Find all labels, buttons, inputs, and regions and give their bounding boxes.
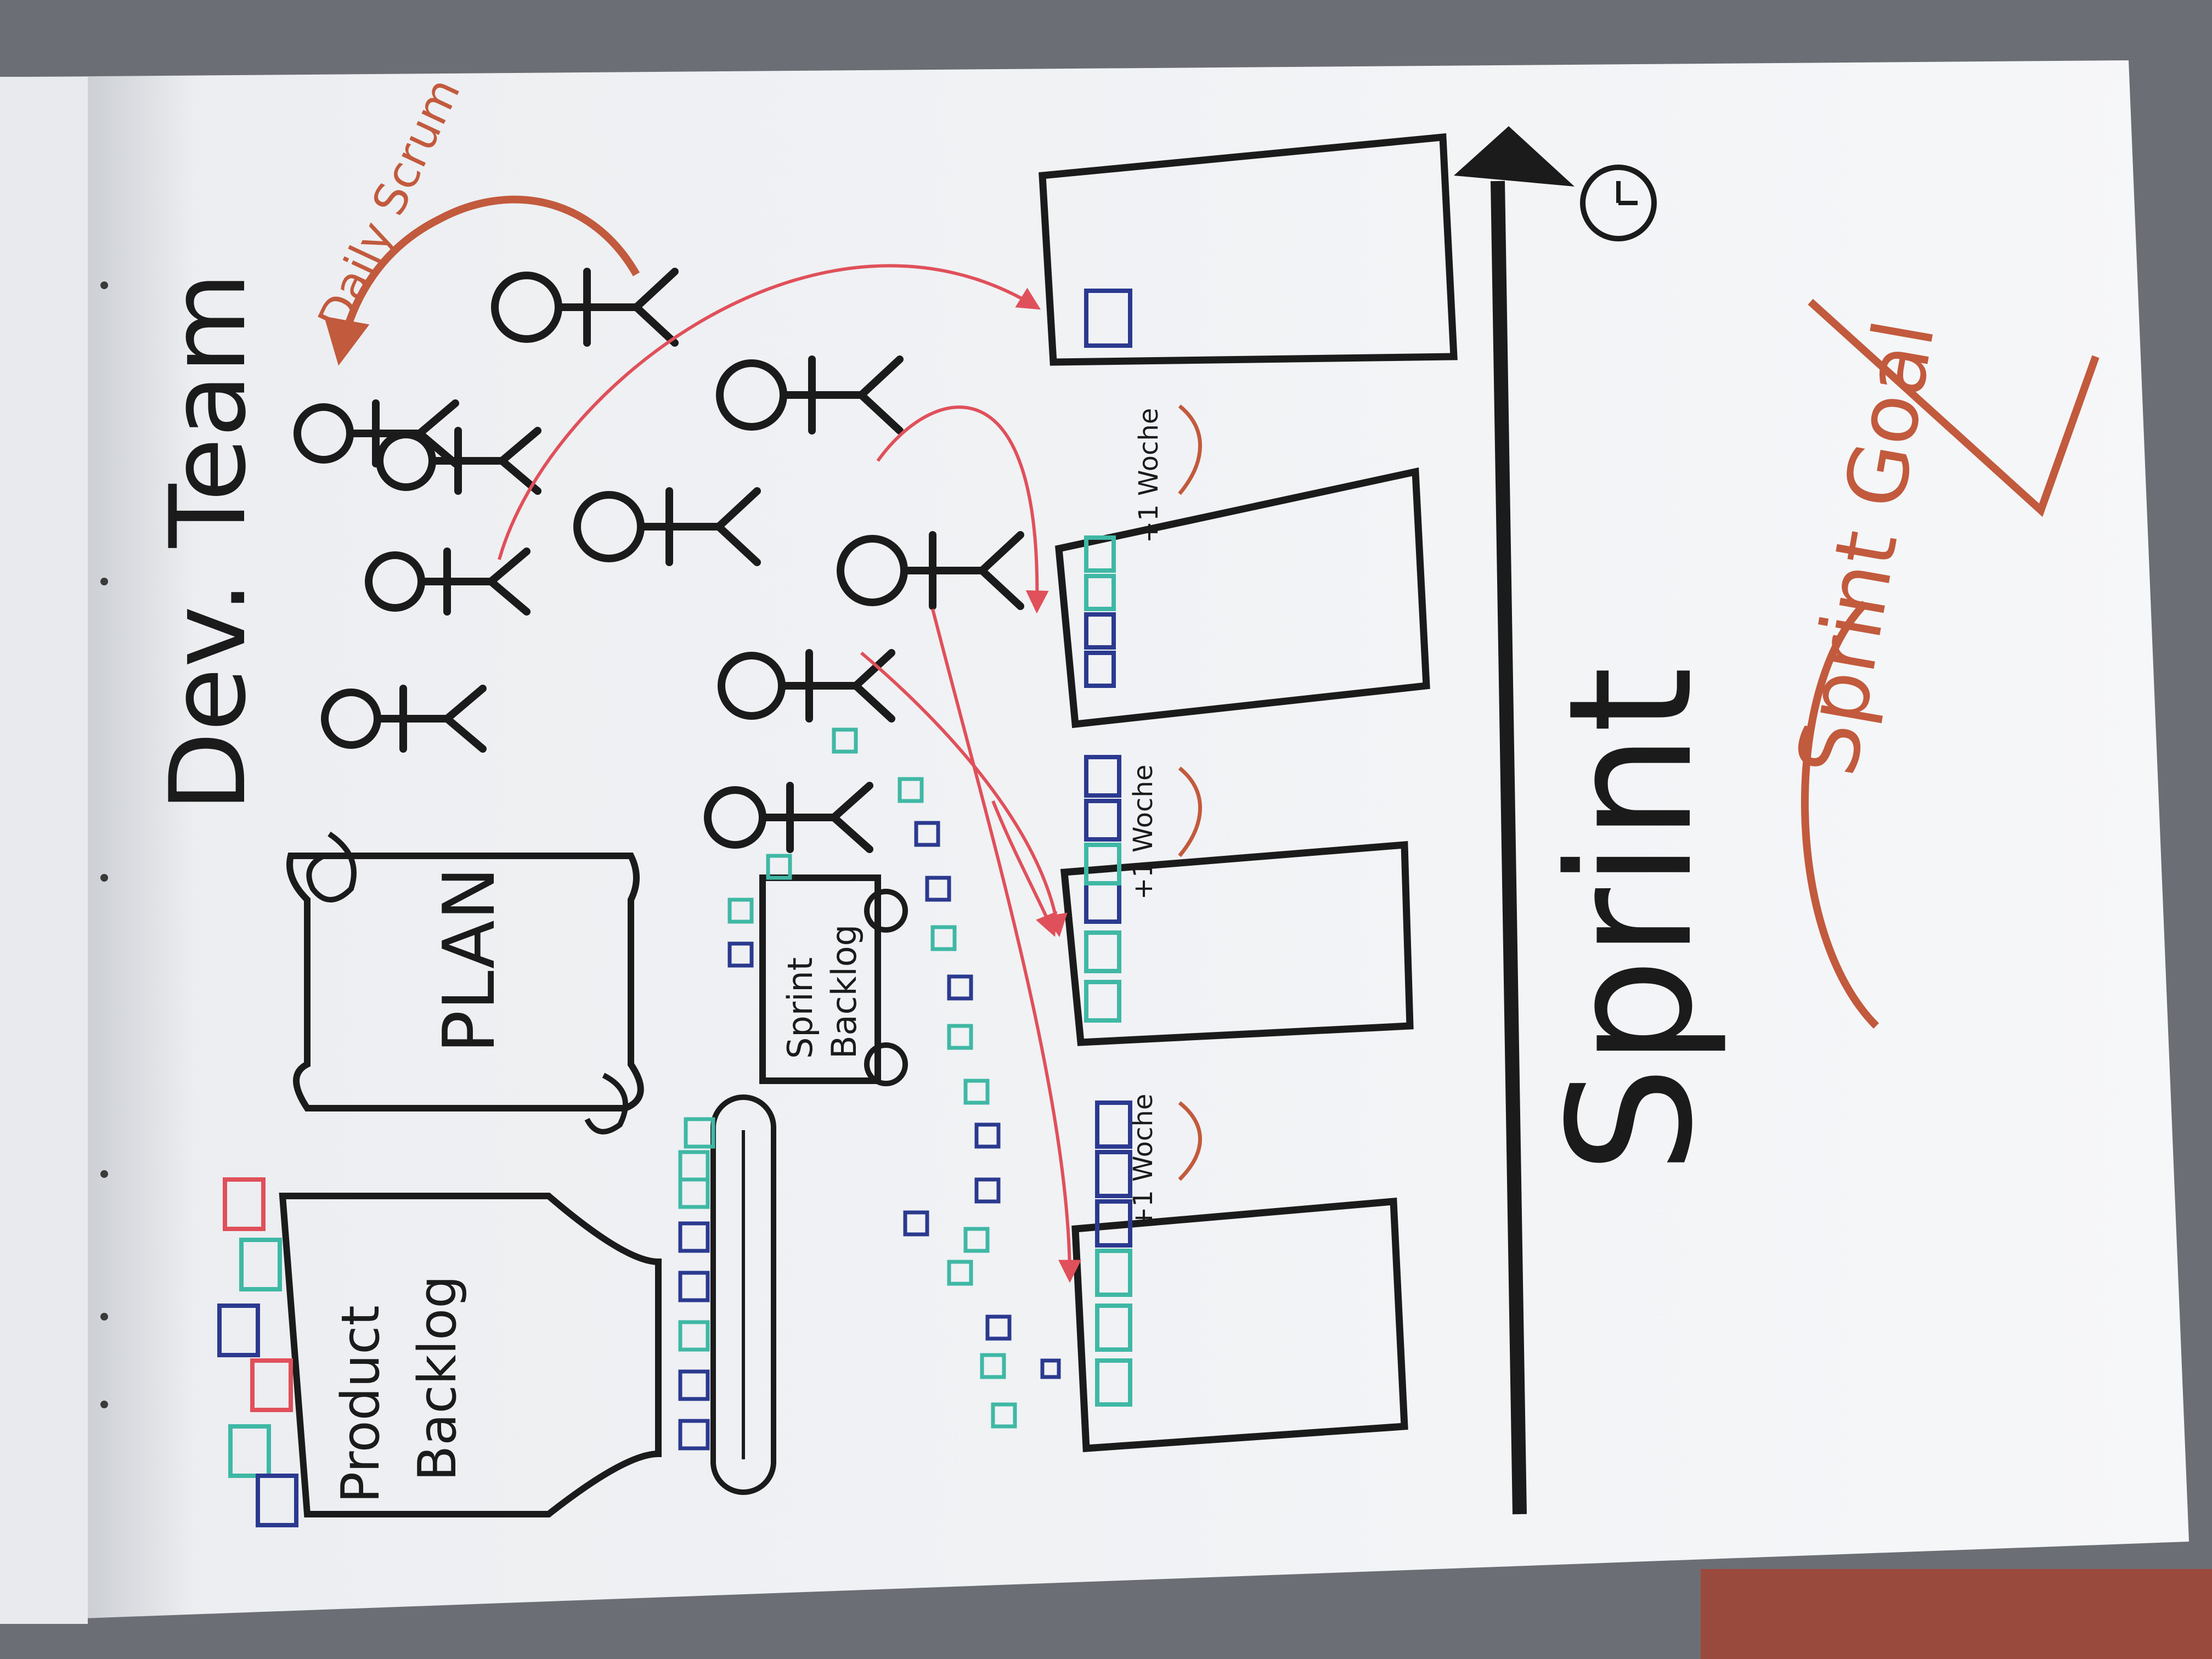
- sprint-backlog-cart: [759, 874, 908, 1086]
- sprint-goal-target: [1801, 298, 2100, 1029]
- increment-cards: [1084, 289, 1132, 1407]
- increment-box-3: [1054, 467, 1430, 729]
- timeline-axis: [1454, 126, 1575, 1515]
- assignment-arrows: [498, 264, 1081, 1283]
- increment-box-2: [1060, 840, 1414, 1046]
- week-label-3: +1 Woche: [1133, 408, 1164, 543]
- clock-icon: [1580, 165, 1657, 241]
- product-backlog-bottle: [217, 1177, 662, 1527]
- increment-box-4: [1039, 133, 1458, 366]
- increment-box-1: [1071, 1197, 1408, 1452]
- product-backlog-label-line1: Product: [331, 1305, 391, 1503]
- dev-team-title: Dev. Team: [148, 272, 269, 812]
- increment-boxes: [1039, 133, 1458, 1452]
- product-backlog-label-line2: Backlog: [408, 1276, 468, 1481]
- plan-scroll: [286, 831, 644, 1135]
- sprint-backlog-label-line2: Backlog: [824, 924, 864, 1059]
- week-label-2: +1 Woche: [1128, 765, 1159, 900]
- binder-holes: [100, 281, 108, 1408]
- stick-figures: [294, 268, 1024, 853]
- sprint-backlog-label-line1: Sprint: [780, 957, 820, 1059]
- floor-edge: [1701, 1569, 2212, 1659]
- conveyor-belt: [710, 1094, 776, 1495]
- week-markers: [1178, 404, 1202, 1181]
- paper-left-edge: [0, 77, 88, 1624]
- backlog-items-trail: [678, 727, 1061, 1451]
- daily-scrum-arrow: [324, 195, 640, 366]
- sprint-label: Sprint: [1532, 667, 1730, 1174]
- plan-label: PLAN: [427, 867, 511, 1053]
- week-label-1: +1 Woche: [1128, 1094, 1159, 1229]
